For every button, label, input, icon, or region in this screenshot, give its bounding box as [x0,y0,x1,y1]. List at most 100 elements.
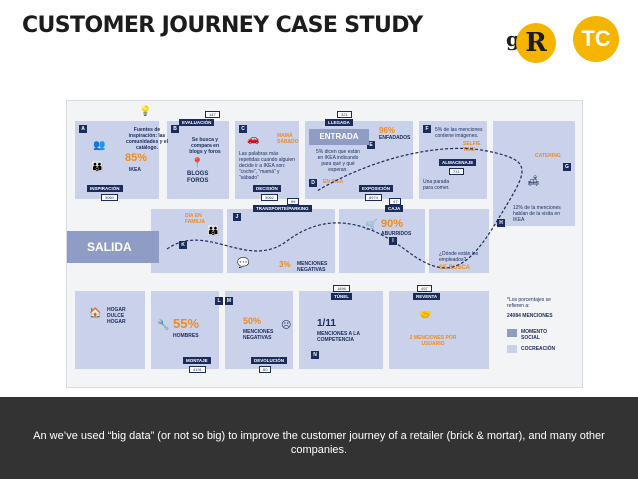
negativas-small-text: MENCIONES NEGATIVAS [297,261,328,273]
stage-label-transporte: TRANSPORTE/PARKING [253,205,312,212]
stage-count-exposicion: 8974 [365,194,382,201]
marker-b: B [171,125,179,133]
competencia-text: MENCIONES A LA COMPETENCIA [317,331,360,343]
stage-count-reventa: 497 [417,285,432,292]
aburridos-text: ABURRIDOS [381,231,412,237]
slide-title: CUSTOMER JOURNEY CASE STUDY [22,13,423,38]
se-busca2-text: SE BUSCA [439,265,471,271]
family-icon: 👪 [207,226,220,237]
stage-count-caja: 47 [389,198,402,205]
selfie-text: SELFIE TIME [463,141,481,153]
fuentes-brand: IKEA [129,167,141,173]
hogar-text: HOGAR DULCE HOGAR [107,307,126,325]
total-text: 24084 MENCIONES [507,313,553,319]
salida-label: SALIDA [67,231,159,263]
enfadados-text: ENFADADOS [379,135,411,141]
marker-f: F [423,125,431,133]
marker-g: G [563,163,571,171]
legend-swatch-social [507,329,517,337]
pct96-text: 96% [379,126,396,135]
sad-face-icon: ☹ [281,320,292,331]
entrada-label: ENTRADA [309,129,369,145]
logo-r-circle: R [516,23,556,63]
stage-label-caja: CAJA [385,205,404,212]
porcentajes-text: *Los porcentajes se refieren a: [507,297,551,309]
se-busca-text: Se busca y compara en blogs y foros [189,137,221,155]
marker-c: C [239,125,247,133]
pct90-text: 90% [381,218,404,230]
stage-count-decision: 3062 [261,194,278,201]
stage-count-devolucion: 60 [259,366,272,373]
stage-label-devolucion: DEVOLUCIÓN [251,357,288,364]
legend-swatch-cocreacion [507,345,517,353]
marker-k: K [179,241,187,249]
pct50-text: 50% [243,316,262,326]
hombres-text: HOMBRES [173,333,199,339]
negativas-text: MENCIONES NEGATIVAS [243,329,274,341]
stage-label-almacenaje: ALMACENAJE [439,159,477,166]
zone-hogar [75,291,145,369]
zone-empleados [429,209,489,273]
stage-count-almacenaje: 731 [449,168,464,175]
stage-label-evaluacion: EVALUACIÓN [179,119,215,126]
ratio-text: 1/11 [317,318,336,329]
menciones-cortas-text: 5% de las menciones contiene imágenes. [435,127,483,139]
people-icon: 👥 [93,140,106,151]
stage-count-transporte: 95 [287,198,300,205]
location-pin-icon: 📍 [191,158,204,169]
stage-label-exposicion: EXPOSICIÓN [359,185,394,192]
stage-label-montaje: MONTAJE [183,357,211,364]
pct55-text: 55% [173,316,200,331]
people-group-icon: 👪 [91,162,104,173]
dos-menciones-text: 2 MENCIONES POR USUARIO [409,335,457,347]
fuentes-text: Fuentes de inspiración: las comunidades … [126,127,168,151]
car-icon: 🚗 [247,134,260,145]
stage-count-llegada: 321 [337,111,352,118]
zone-reventa [389,291,489,369]
lightbulb-icon: 💡 [139,106,152,117]
fuentes-percent: 85% [125,152,148,164]
marker-h: H [497,219,505,227]
zone-devolucion [225,291,293,369]
pct3-text: 3% [279,260,291,269]
palabras-text: Las palabras más repetidas cuando alguie… [239,151,295,181]
customer-journey-infographic: A B C D E F G H I J K L M N INSPIRACIÓN … [66,100,583,388]
chat-bubble-icon: 💬 [237,258,250,269]
catering-text: CATERING [535,153,561,159]
marker-l: L [215,297,223,305]
marker-e: E [367,141,375,149]
donde-text: ¿Dónde están los empleados? [439,251,479,263]
sofa-icon: 🛋 [527,176,540,187]
stage-label-reventa: REVENTA [413,293,441,300]
en-ikea-text: EN IKEA [323,179,344,185]
zone-montaje [151,291,219,369]
brand-logo-r: g R [502,15,560,67]
stage-count-inspiracion: 3060 [101,194,118,201]
marker-m: M [225,297,233,305]
wrench-icon: 🔧 [157,320,170,331]
stage-label-tunel: TÚNEL [331,293,352,300]
stage-count-evaluacion: 147 [205,111,220,118]
stage-label-decision: DECISIÓN [253,185,281,192]
marker-a: A [79,125,87,133]
stage-label-inspiracion: INSPIRACIÓN [87,185,123,192]
brand-logo-tc: TC [573,16,619,62]
parada-text: Una parada para comer. [423,179,450,191]
visita-text: 12% de la menciones hablan de la visita … [513,205,561,223]
dia-familia-text: DÍA EN FAMILIA [185,213,205,225]
legend-cocreacion-text: COCREACIÓN [521,346,556,352]
stage-count-montaje: 4191 [189,366,206,373]
blogs-text: BLOGS FOROS [187,171,209,184]
marker-j: J [233,213,241,221]
caption-bar [0,397,638,479]
handshake-icon: 🤝 [419,310,432,321]
shopping-cart-icon: 🛒 [365,220,378,231]
stage-count-tunel: 1896 [333,285,350,292]
house-icon: 🏠 [89,308,102,319]
dicen-text: 5% dicen que están en IKEA indicando par… [316,149,360,173]
slide-caption: An we’ve used “big data” (or not so big)… [33,430,605,456]
marker-n: N [311,351,319,359]
stage-label-llegada: LLEGADA [325,119,353,126]
marker-d: D [309,179,317,187]
marker-i: I [389,237,397,245]
